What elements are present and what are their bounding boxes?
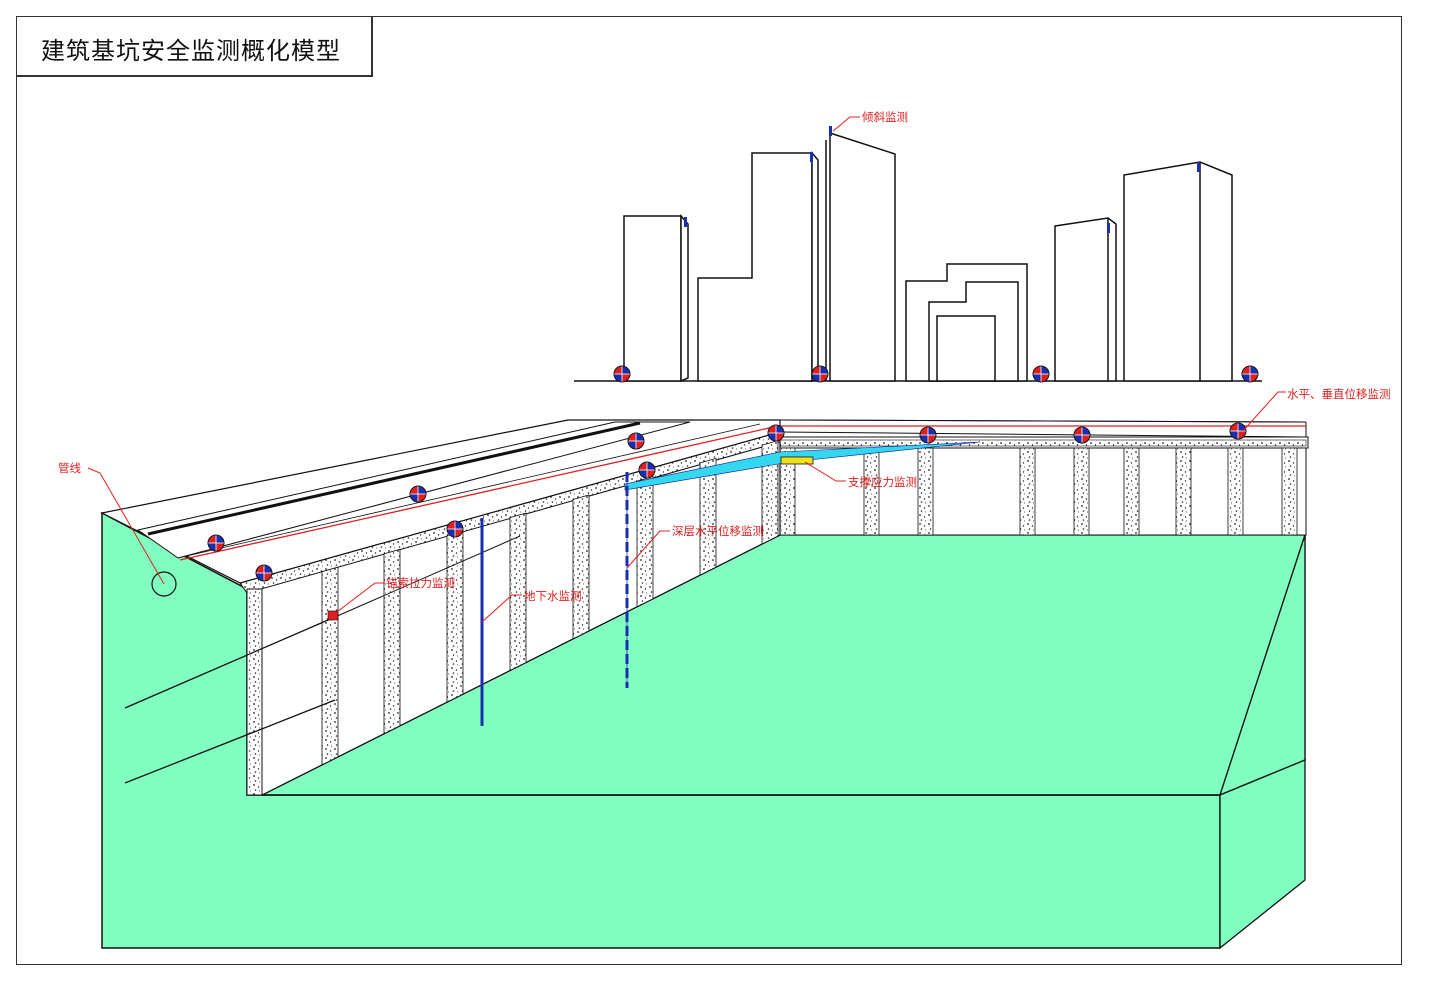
label-deep: 深层水平位移监测 — [672, 524, 764, 538]
label-groundwater: 地下水监测 — [524, 589, 582, 603]
tilt-sensor — [1197, 162, 1200, 172]
displacement-marker — [447, 521, 463, 537]
label-anchor: 锚索拉力监测 — [386, 576, 455, 590]
label-tilt: 倾斜监测 — [862, 110, 908, 124]
tilt-sensor — [810, 152, 813, 162]
wall-pile — [1074, 448, 1089, 535]
displacement-marker — [1242, 366, 1258, 382]
wall-pile — [322, 567, 338, 765]
displacement-marker — [1033, 366, 1049, 382]
wall-pile — [1020, 448, 1035, 535]
wall-pile — [918, 448, 933, 535]
displacement-marker — [812, 366, 828, 382]
displacement-marker — [628, 433, 644, 449]
label-displacement: 水平、垂直位移监测 — [1287, 387, 1391, 401]
displacement-marker — [768, 425, 784, 441]
displacement-marker — [1074, 427, 1090, 443]
wall-pile — [864, 448, 879, 535]
label-pipeline: 管线 — [58, 461, 81, 475]
wall-pile — [1228, 448, 1243, 535]
tilt-sensor — [1107, 223, 1110, 233]
displacement-marker — [614, 366, 630, 382]
wall-pile — [1124, 448, 1139, 535]
strut-gauge — [781, 457, 813, 464]
wall-pile — [447, 531, 463, 702]
displacement-marker — [920, 427, 936, 443]
displacement-marker — [256, 565, 272, 581]
buildings — [574, 126, 1262, 381]
displacement-marker — [410, 486, 426, 502]
displacement-marker — [639, 462, 655, 478]
tilt-sensor — [829, 126, 832, 136]
wall-pile — [573, 495, 589, 639]
wall-pile — [1176, 448, 1191, 535]
tilt-sensor — [684, 217, 687, 227]
label-strut: 支撑应力监测 — [848, 475, 917, 489]
displacement-marker — [208, 535, 224, 551]
wall-pile — [1282, 448, 1297, 535]
